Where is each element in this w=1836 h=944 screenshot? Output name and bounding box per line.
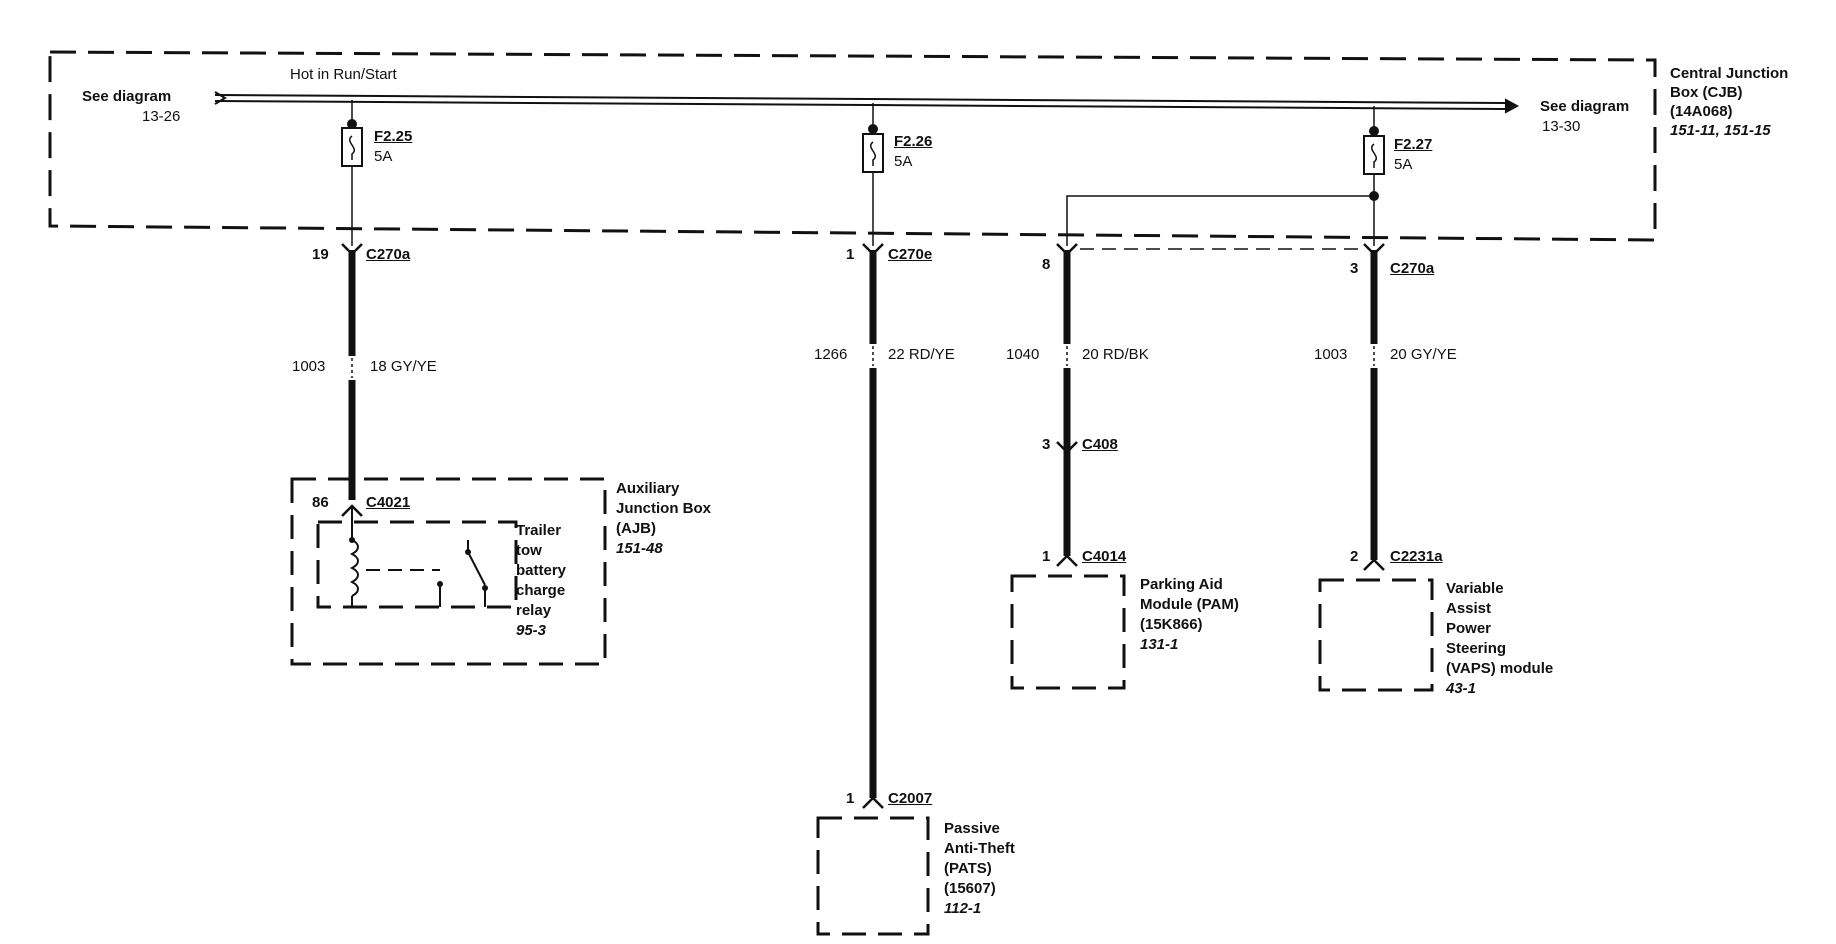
cjb-line3: (14A068) [1670,103,1733,120]
pam-line2: Module (PAM) [1140,596,1239,613]
pam-line1: Parking Aid [1140,576,1223,593]
c4-connector-bottom: C2231a [1390,548,1443,565]
pam-ref: 131-1 [1140,636,1179,653]
c1-wire: 18 GY/YE [370,358,437,375]
c1-connector-bottom: C4021 [366,494,411,511]
c3-wire: 20 RD/BK [1082,346,1149,363]
vaps-line3: Power [1446,620,1492,637]
bus-arrow-left [214,91,227,105]
left-ref-text: See diagram [82,88,172,105]
vaps-box [1318,578,1434,692]
vaps-line1: Variable [1446,580,1504,597]
c4-pin-bottom: 2 [1350,548,1359,565]
cjb-box [48,50,1657,242]
vaps-line5: (VAPS) module [1446,660,1554,677]
right-ref-page: 13-30 [1542,118,1581,135]
c3-pin-top: 8 [1042,256,1051,273]
hot-label: Hot in Run/Start [290,66,397,83]
pats-line1: Passive [944,820,1000,837]
c3-pin-bottom: 1 [1042,548,1051,565]
ajb-line2: Junction Box [616,500,712,517]
c3-connector-bottom: C4014 [1082,548,1127,565]
relay-line1: Trailer [516,522,562,539]
ajb-line1: Auxiliary [616,480,680,497]
c2-connector-bottom: C2007 [888,790,933,807]
pam-line3: (15K866) [1140,616,1203,633]
cjb-line2: Box (CJB) [1670,84,1743,101]
c4-wire: 20 GY/YE [1390,346,1457,363]
hot-bus-top [214,94,1506,104]
ajb-line3: (AJB) [616,520,656,537]
pats-line2: Anti-Theft [944,840,1015,857]
ajb-box [290,477,607,666]
fuse-f227 [1363,135,1385,175]
ajb-ref: 151-48 [616,540,663,557]
fuse-f225 [341,127,363,167]
c2-connector-top: C270e [888,246,933,263]
pats-box [816,816,930,936]
pats-line3: (PATS) [944,860,992,877]
pats-line4: (15607) [944,880,996,897]
pam-box [1010,574,1126,690]
fuse-1-id: F2.25 [374,128,413,145]
c2-pin-top: 1 [846,246,855,263]
relay-line4: charge [516,582,566,599]
c1-circuit: 1003 [292,358,326,375]
c2-wire: 22 RD/YE [888,346,955,363]
bus-arrow-right [1504,98,1520,114]
c4-pin-top: 3 [1350,260,1359,277]
c3-pin-mid: 3 [1042,436,1051,453]
relay-line5: relay [516,602,552,619]
c4-circuit: 1003 [1314,346,1348,363]
c4-connector-top: C270a [1390,260,1435,277]
vaps-ref: 43-1 [1446,680,1477,697]
relay-line3: battery [516,562,567,579]
vaps-line4: Steering [1446,640,1507,657]
fuse-2-rating: 5A [894,153,913,170]
fuse-3-id: F2.27 [1394,136,1433,153]
c3-circuit: 1040 [1006,346,1040,363]
c2-pin-bottom: 1 [846,790,855,807]
cjb-refs: 151-11, 151-15 [1670,122,1771,139]
c2-circuit: 1266 [814,346,848,363]
fuse-3-rating: 5A [1394,156,1413,173]
c1-pin-bottom: 86 [312,494,329,511]
relay-box [316,520,518,609]
fuse-f226 [862,133,884,173]
right-ref-text: See diagram [1540,98,1630,115]
pats-ref: 112-1 [944,900,982,917]
fuse-2-id: F2.26 [894,133,933,150]
left-ref-page: 13-26 [142,108,181,125]
c3-connector-mid: C408 [1082,436,1118,453]
hot-bus-bottom [214,100,1506,110]
relay-line2: tow [516,542,542,559]
cjb-line1: Central Junction [1670,65,1789,82]
fuse-1-rating: 5A [374,148,393,165]
relay-ref: 95-3 [516,622,547,639]
vaps-line2: Assist [1446,600,1492,617]
c1-pin-top: 19 [312,246,329,263]
c1-connector-top: C270a [366,246,411,263]
